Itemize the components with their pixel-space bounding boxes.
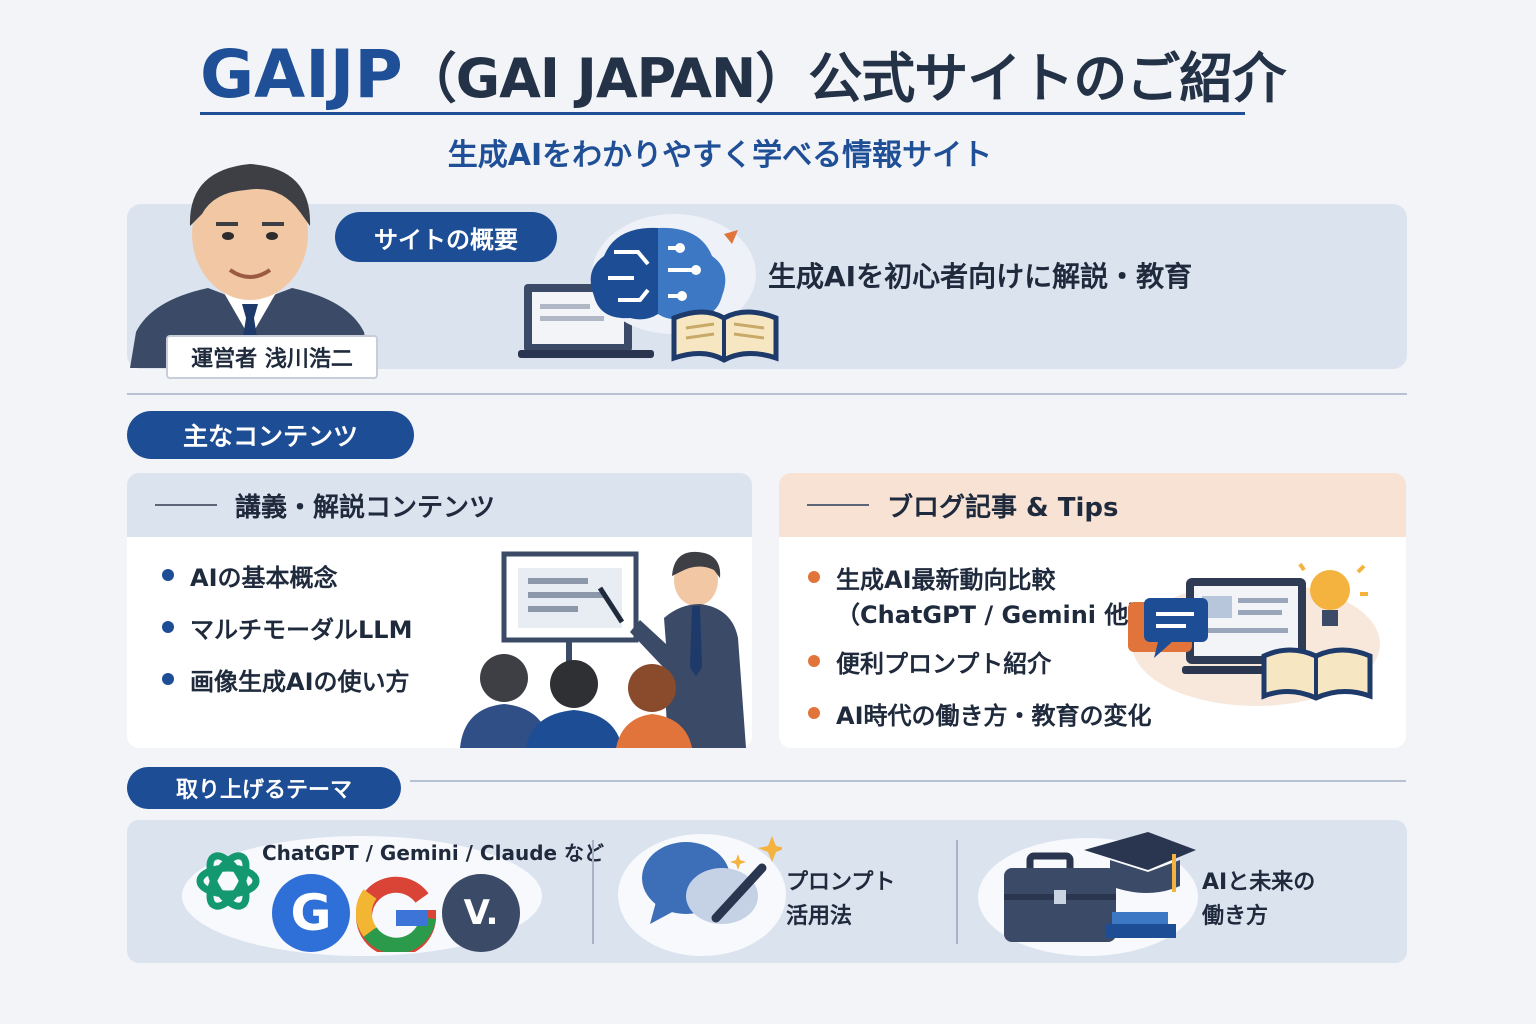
operator-label: 運営者 浅川浩二 [166, 335, 378, 379]
list-item: 便利プロンプト紹介 [808, 635, 1152, 687]
graduation-cap-icon [1084, 832, 1196, 893]
claude-logo-icon: V. [442, 874, 520, 952]
themes-pill: 取り上げるテーマ [127, 767, 401, 809]
themes-separator [956, 840, 958, 944]
title-underline [200, 112, 1245, 115]
themes-separator [592, 840, 594, 944]
main-contents-pill: 主なコンテンツ [127, 411, 414, 459]
list-item: マルチモーダルLLM [162, 601, 412, 653]
overview-description: 生成AIを初心者向けに解説・教育 [768, 260, 1193, 293]
blog-illustration [1128, 562, 1380, 706]
future-work-illustration [1004, 832, 1196, 942]
presenter-illustration [460, 551, 746, 748]
blog-heading: ブログ記事 & Tips [887, 492, 1119, 523]
list-item: AI時代の働き方・教育の変化 [808, 687, 1152, 739]
lectures-list: AIの基本概念 マルチモーダルLLM 画像生成AIの使い方 [162, 549, 412, 705]
list-item: 画像生成AIの使い方 [162, 653, 412, 705]
open-book-icon [671, 309, 779, 363]
list-item: AIの基本概念 [162, 549, 412, 601]
lectures-card-header: 講義・解説コンテンツ [127, 473, 752, 537]
openai-logo-icon [196, 852, 260, 910]
themes-divider [410, 780, 1406, 782]
overview-pill: サイトの概要 [335, 212, 557, 262]
open-book-icon [1261, 647, 1373, 701]
blog-list: 生成AI最新動向比較 （ChatGPT / Gemini 他） 便利プロンプト紹… [808, 551, 1152, 739]
gemini-logo-icon: G [272, 874, 350, 952]
prompt-theme-label: プロンプト 活用法 [786, 870, 896, 929]
brain-circuit-icon [590, 214, 756, 334]
speech-bubble-icon [1128, 598, 1208, 658]
blog-card-header: ブログ記事 & Tips [779, 473, 1406, 537]
briefcase-icon [1004, 852, 1116, 942]
page-title: GAIJP（GAI JAPAN）公式サイトのご紹介 [200, 40, 1286, 118]
overview-illustration [518, 214, 779, 363]
monitor-icon [1182, 578, 1310, 674]
chat-bubble-icon [642, 836, 782, 924]
title-text: （GAI JAPAN）公式サイトのご紹介 [402, 47, 1286, 110]
google-logo-icon [356, 876, 436, 952]
avatar-illustration [130, 164, 370, 368]
list-item: 生成AI最新動向比較 [808, 551, 1152, 603]
subtitle: 生成AIをわかりやすく学べる情報サイト [447, 138, 993, 173]
lectures-heading: 講義・解説コンテンツ [235, 492, 496, 523]
section-divider [127, 393, 1407, 395]
list-item-sub: （ChatGPT / Gemini 他） [836, 600, 1153, 629]
brand-name: GAIJP [200, 36, 403, 113]
future-theme-label: AIと未来の 働き方 [1202, 870, 1316, 929]
tools-label: ChatGPT / Gemini / Claude など [262, 841, 605, 865]
magic-wand-icon [711, 836, 782, 923]
lightbulb-icon [1298, 562, 1368, 626]
